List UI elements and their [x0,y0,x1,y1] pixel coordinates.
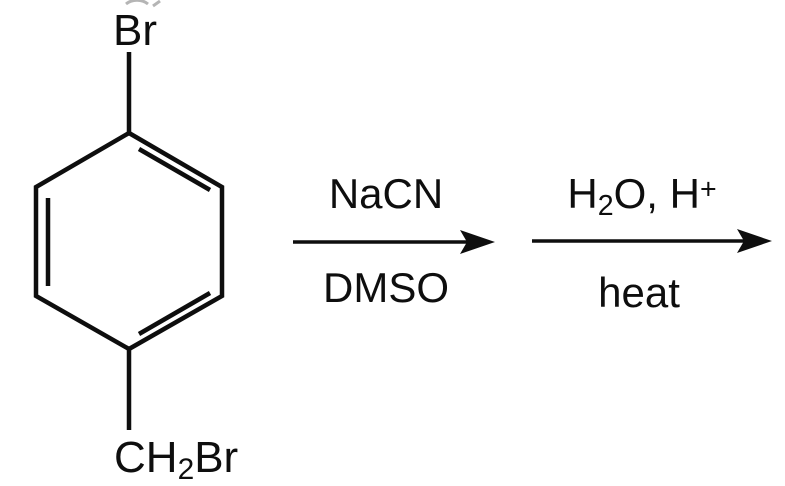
arrowhead-icon [460,230,495,254]
double-bond-inner-line [137,291,212,336]
ch2-subscript: 2 [177,453,195,486]
h2o-subscript: 2 [597,189,614,222]
br-text: Br [194,433,239,482]
double-bond-inner-line [137,147,212,192]
reaction-arrow-2 [532,229,772,253]
ch-text: CH [114,433,178,482]
step1-reagent-label: NaCN [329,173,443,215]
dmso-text: DMSO [323,264,449,311]
br-text: Br [113,6,157,55]
artifact-mark [152,0,161,8]
cropped-text-artifact [125,0,161,8]
h-text: H [567,170,598,217]
step2-condition-label: heat [598,272,680,314]
step2-reagent-label: H2O, H+ [567,170,717,222]
step1-solvent-label: DMSO [323,267,449,309]
heat-text: heat [598,269,680,316]
arrowhead-icon [737,229,772,253]
br-substituent-label: Br [113,9,157,53]
nacn-text: NaCN [328,170,444,217]
plus-superscript: + [699,173,717,206]
reactant-structure [33,52,225,430]
artifact-mark [125,0,149,6]
o-h-text: O, H [613,170,700,217]
benzene-ring [33,130,225,352]
ch2br-substituent-label: CH2Br [114,436,238,485]
reaction-arrow-1 [293,230,495,254]
